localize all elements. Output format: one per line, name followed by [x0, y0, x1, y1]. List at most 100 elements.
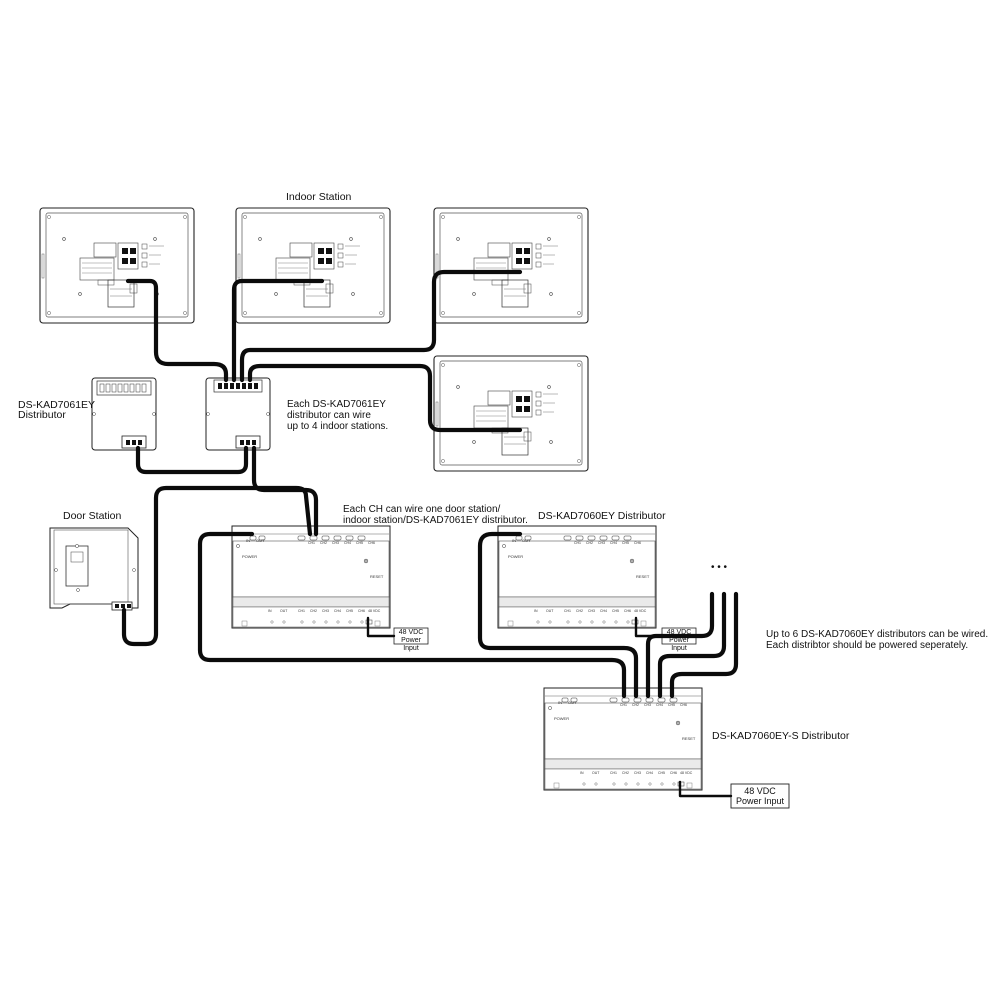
kad7060-right-bottom-ch5: CH5 [612, 609, 619, 613]
cascade-note-line1: Up to 6 DS-KAD7060EY distributors can be… [766, 629, 989, 640]
power-left-line1: 48 VDC [398, 629, 424, 636]
cable-cascade-2 [657, 591, 727, 699]
kad7061-note-line1: Each DS-KAD7061EY [287, 399, 386, 410]
cable-indoor2 [231, 278, 325, 383]
kad7060-right-ch3: CH3 [598, 541, 605, 545]
indoor-station-label: Indoor Station [286, 191, 352, 203]
indoor-station-3 [433, 207, 589, 324]
kad7060-left-bottom-ch5: CH5 [346, 609, 353, 613]
kad7060s-ch1: CH1 [620, 703, 627, 707]
cables [121, 269, 739, 798]
kad7060-right-ch5: CH5 [622, 541, 629, 545]
kad7060-right-power-text: POWER [508, 554, 523, 559]
kad7060-left-bottom-ch3: CH3 [322, 609, 329, 613]
device-printed-text: IN OUT CH1 CH2 CH3 CH4 CH5 CH6 POWER RES… [242, 538, 696, 775]
kad7060-right-ch2: CH2 [586, 541, 593, 545]
power-right-text: 48 VDC Power Input [662, 629, 696, 653]
cable-power-left [366, 616, 396, 638]
kad7060-right-in-text: IN [512, 538, 516, 543]
kad7060-right-bottom-in: IN [534, 609, 538, 613]
cable-power-s [678, 780, 733, 798]
indoor-station-2 [235, 207, 391, 324]
kad7061-name-line2: Distributor [18, 409, 66, 421]
kad7060-right-bottom-vdc: 48 VDC [634, 609, 647, 613]
kad7060s-ch2: CH2 [632, 703, 639, 707]
kad7060s-bottom-ch1: CH1 [610, 771, 617, 775]
indoor-station-1 [39, 207, 195, 324]
cable-indoor3 [239, 269, 523, 383]
kad7060-left-bottom-ch4: CH4 [334, 609, 341, 613]
cable-kad7060-left-in [197, 531, 627, 699]
kad7060-name-label: DS-KAD7060EY Distributor [538, 510, 666, 522]
kad7060s-bottom-vdc: 48 VDC [680, 771, 693, 775]
kad7060-left-ch6: CH6 [368, 541, 375, 545]
kad7060-left-power-text: POWER [242, 554, 257, 559]
kad7060-left-ch4: CH4 [344, 541, 351, 545]
kad7060s-ch6: CH6 [680, 703, 687, 707]
kad7060-right-reset-text: RESET [636, 574, 650, 579]
kad7060-left-reset-text: RESET [370, 574, 384, 579]
kad7060s-bottom-ch2: CH2 [622, 771, 629, 775]
kad7061-note-line3: up to 4 indoor stations. [287, 421, 389, 432]
kad7060-right-ch4: CH4 [610, 541, 617, 545]
cable-kad7061-bridge [135, 445, 249, 475]
cable-power-right [634, 616, 664, 638]
kad7060-right-bottom-ch3: CH3 [588, 609, 595, 613]
kad7060s-bottom-ch5: CH5 [658, 771, 665, 775]
kad7060-right-bottom-ch4: CH4 [600, 609, 607, 613]
kad7060-right-bottom-ch1: CH1 [564, 609, 571, 613]
more-distributors-ellipsis: • • • [711, 562, 728, 573]
cable-door-to-ch2 [121, 485, 313, 647]
kad7061-name-line1: DS-KAD7061EY [18, 399, 96, 411]
power-s-text: 48 VDC Power Input [731, 786, 789, 806]
kad7060s-bottom-in: IN [580, 771, 584, 775]
power-s-line1: 48 VDC [744, 786, 776, 796]
kad7060s-bottom-ch4: CH4 [646, 771, 653, 775]
kad7060-right-bottom-ch2: CH2 [576, 609, 583, 613]
ch-note-line2: indoor station/DS-KAD7061EY distributor. [343, 515, 528, 526]
door-station-label: Door Station [63, 510, 122, 522]
kad7060-left-bottom-in: IN [268, 609, 272, 613]
kad7060-left-bottom-ch6: CH6 [358, 609, 365, 613]
power-left-line2: Power Input [401, 637, 421, 652]
kad7060s-bottom-ch3: CH3 [634, 771, 641, 775]
kad7060-right-out-text: OUT [522, 538, 531, 543]
kad7060-left-bottom-out: OUT [280, 609, 288, 613]
kad7060-left-ch3: CH3 [332, 541, 339, 545]
kad7061-note-line2: distributor can wire [287, 410, 371, 421]
power-s-line2: Power Input [735, 796, 785, 806]
indoor-station-4 [433, 355, 589, 472]
cable-cascade-3 [669, 591, 739, 699]
power-right-line1: 48 VDC [666, 629, 692, 636]
cable-indoor4 [247, 363, 523, 433]
power-box-s [730, 783, 790, 809]
cable-kad7060-right-in [477, 531, 639, 699]
kad7060-left-ch2: CH2 [320, 541, 327, 545]
kad7060s-power-text: POWER [554, 716, 569, 721]
kad7060-left-ch5: CH5 [356, 541, 363, 545]
kad7060s-in-text: IN [558, 700, 562, 705]
kad7060-left-ch1: CH1 [308, 541, 315, 545]
kad7060s-name-label: DS-KAD7060EY-S Distributor [712, 730, 850, 742]
ch-note-line1: Each CH can wire one door station/ [343, 504, 501, 515]
kad7060s-bottom-out: OUT [592, 771, 600, 775]
kad7060-right-ch6: CH6 [634, 541, 641, 545]
cable-cascade-1 [645, 591, 715, 699]
kad7060s-reset-text: RESET [682, 736, 696, 741]
kad7061-distributor-left [91, 377, 157, 451]
power-left-text: 48 VDC Power Input [394, 629, 428, 653]
cable-indoor1 [125, 278, 229, 383]
kad7060-left-bottom-vdc: 48 VDC [368, 609, 381, 613]
kad7060s-ch3: CH3 [644, 703, 651, 707]
power-right-line2: Power Input [669, 637, 689, 652]
kad7060-right-bottom-ch6: CH6 [624, 609, 631, 613]
kad7060-left-bottom-ch1: CH1 [298, 609, 305, 613]
kad7060-left-out-text: OUT [256, 538, 265, 543]
kad7060-left-bottom-ch2: CH2 [310, 609, 317, 613]
kad7060-right-ch1: CH1 [574, 541, 581, 545]
kad7060s-out-text: OUT [568, 700, 577, 705]
kad7060s-ch5: CH5 [668, 703, 675, 707]
kad7061-distributor-right [205, 377, 271, 451]
kad7060-right-bottom-out: OUT [546, 609, 554, 613]
